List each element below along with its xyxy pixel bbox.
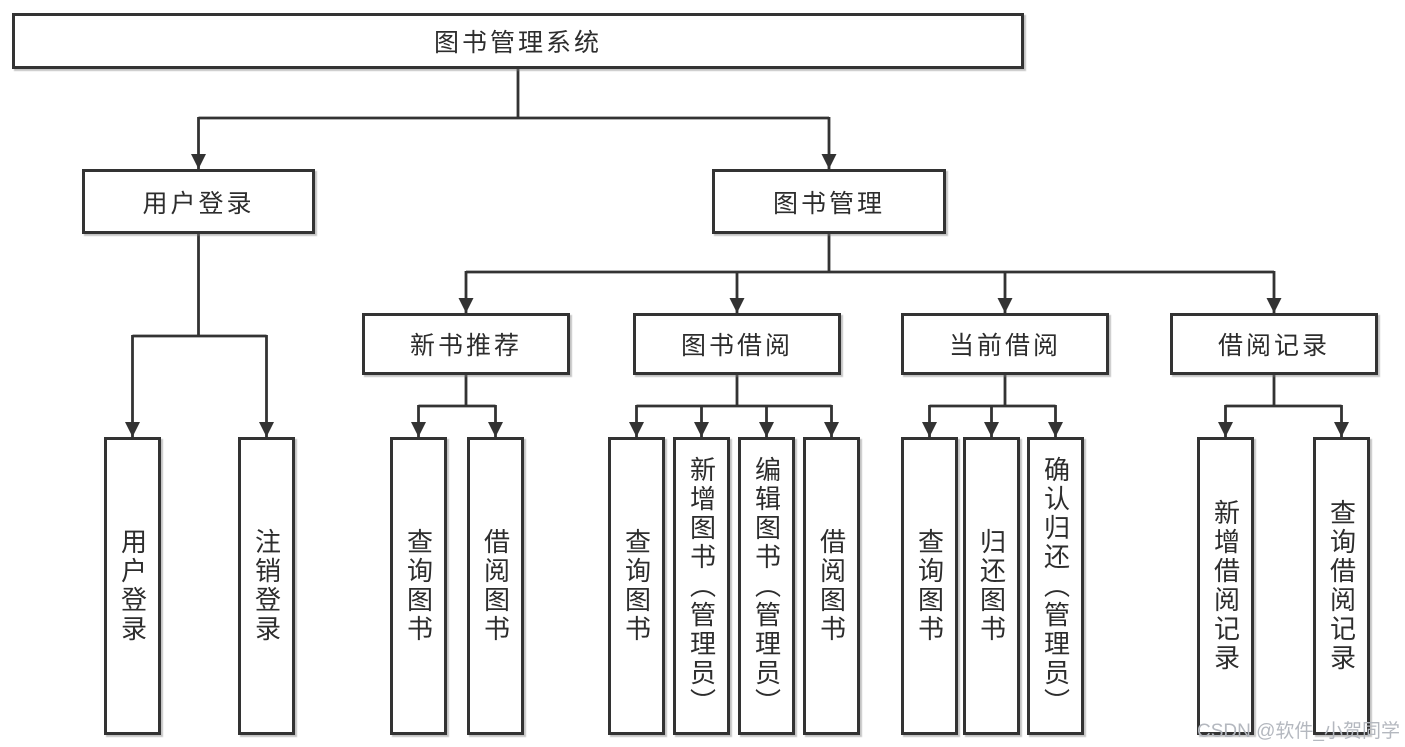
node-current-borrow: 当前借阅 (901, 313, 1109, 375)
leaf-return-book: 归还图书 (963, 437, 1020, 735)
leaf-user-login: 用户登录 (104, 437, 161, 735)
node-borrow-records-label: 借阅记录 (1217, 332, 1330, 360)
leaf-add-borrow-record: 新增借阅记录 (1197, 437, 1254, 735)
trunk-new-book (418, 375, 496, 408)
node-book-management-label: 图书管理 (772, 189, 885, 218)
leaf-query-books-current: 查询图书 (901, 437, 958, 735)
leaf-label: 查询图书 (621, 528, 652, 644)
node-borrow-records: 借阅记录 (1170, 313, 1378, 375)
leaf-label: 编辑图书（管理员） (751, 455, 782, 717)
leaf-borrow-books: 借阅图书 (803, 437, 860, 735)
leaf-label: 查询借阅记录 (1326, 499, 1357, 673)
node-user-login: 用户登录 (82, 169, 315, 234)
leaf-query-books-recommend: 查询图书 (390, 437, 447, 735)
node-book-borrow: 图书借阅 (633, 313, 841, 375)
trunk-book-management (466, 234, 1274, 274)
leaf-confirm-return-admin: 确认归还（管理员） (1027, 437, 1084, 735)
node-new-book-recommend-label: 新书推荐 (409, 332, 522, 360)
csdn-watermark: CSDN @软件_小贺同学 (1197, 721, 1400, 742)
trunk-book-borrow (636, 375, 832, 408)
leaf-query-borrow-record: 查询借阅记录 (1313, 437, 1370, 735)
leaf-query-books-borrow: 查询图书 (608, 437, 665, 735)
leaf-logout: 注销登录 (238, 437, 295, 735)
leaf-label: 借阅图书 (816, 528, 847, 644)
trunk-root (198, 69, 829, 120)
leaf-label: 用户登录 (117, 528, 148, 644)
leaf-label: 新增图书（管理员） (686, 455, 717, 717)
leaf-label: 查询图书 (403, 528, 434, 644)
leaf-label: 归还图书 (976, 528, 1007, 644)
leaf-label: 查询图书 (914, 528, 945, 644)
node-root: 图书管理系统 (12, 13, 1024, 69)
leaf-label: 借阅图书 (480, 528, 511, 644)
node-book-management: 图书管理 (712, 169, 946, 234)
leaf-add-book-admin: 新增图书（管理员） (673, 437, 730, 735)
node-root-label: 图书管理系统 (433, 29, 602, 57)
trunk-current-borrow (929, 375, 1056, 408)
node-book-borrow-label: 图书借阅 (680, 332, 793, 360)
trunk-borrow-records (1225, 375, 1342, 408)
leaf-edit-book-admin: 编辑图书（管理员） (738, 437, 795, 735)
trunk-user-login (132, 234, 267, 338)
leaf-label: 确认归还（管理员） (1040, 455, 1071, 717)
leaf-label: 注销登录 (251, 528, 282, 644)
node-new-book-recommend: 新书推荐 (362, 313, 570, 375)
leaf-borrow-books-recommend: 借阅图书 (467, 437, 524, 735)
node-current-borrow-label: 当前借阅 (948, 332, 1061, 360)
node-user-login-label: 用户登录 (142, 189, 255, 218)
leaf-label: 新增借阅记录 (1210, 499, 1241, 673)
